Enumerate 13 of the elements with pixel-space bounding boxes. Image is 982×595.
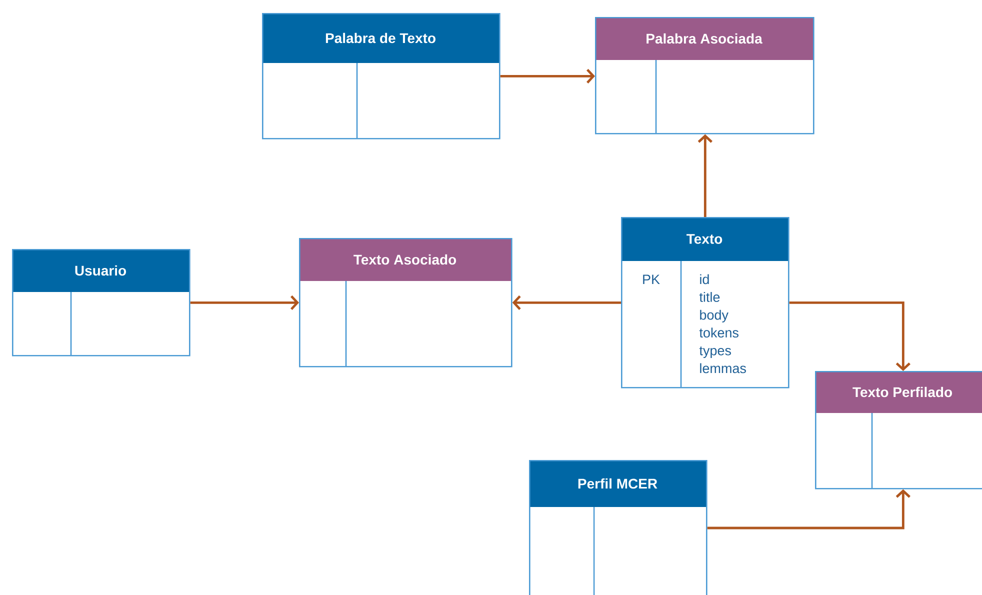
table-box: Texto PK id title body tokens types lemmas — [621, 217, 790, 388]
arrow — [512, 295, 621, 310]
table-box: Usuario — [12, 249, 190, 356]
arrow — [707, 489, 910, 530]
table-box: Palabra Asociada — [595, 17, 814, 134]
table-box: Palabra de Texto — [262, 13, 500, 140]
arrow — [698, 134, 712, 217]
table-box: Perfil MCER — [529, 460, 708, 595]
arrow — [789, 301, 910, 371]
table-box: Texto Perfilado — [815, 371, 982, 490]
arrow — [500, 68, 595, 84]
table-box: Texto Asociado — [299, 238, 512, 368]
arrow — [190, 295, 299, 310]
